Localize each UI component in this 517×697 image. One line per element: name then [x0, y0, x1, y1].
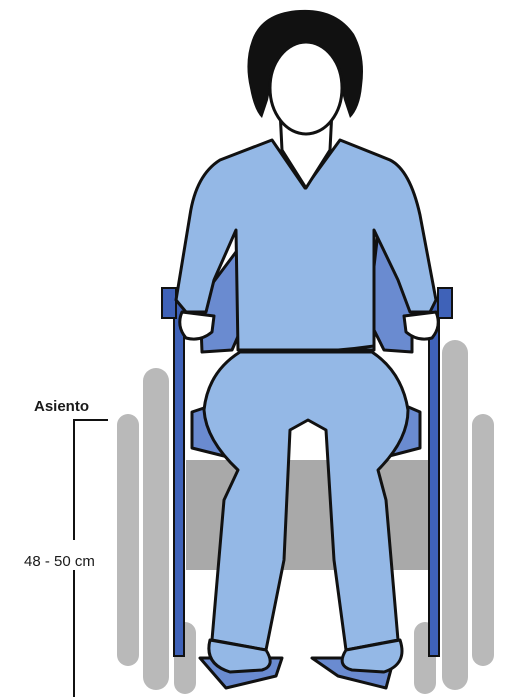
feet — [209, 640, 402, 672]
seat-label: Asiento — [34, 398, 89, 415]
face — [270, 42, 342, 134]
seat-height-label: 48 - 50 cm — [24, 553, 95, 570]
